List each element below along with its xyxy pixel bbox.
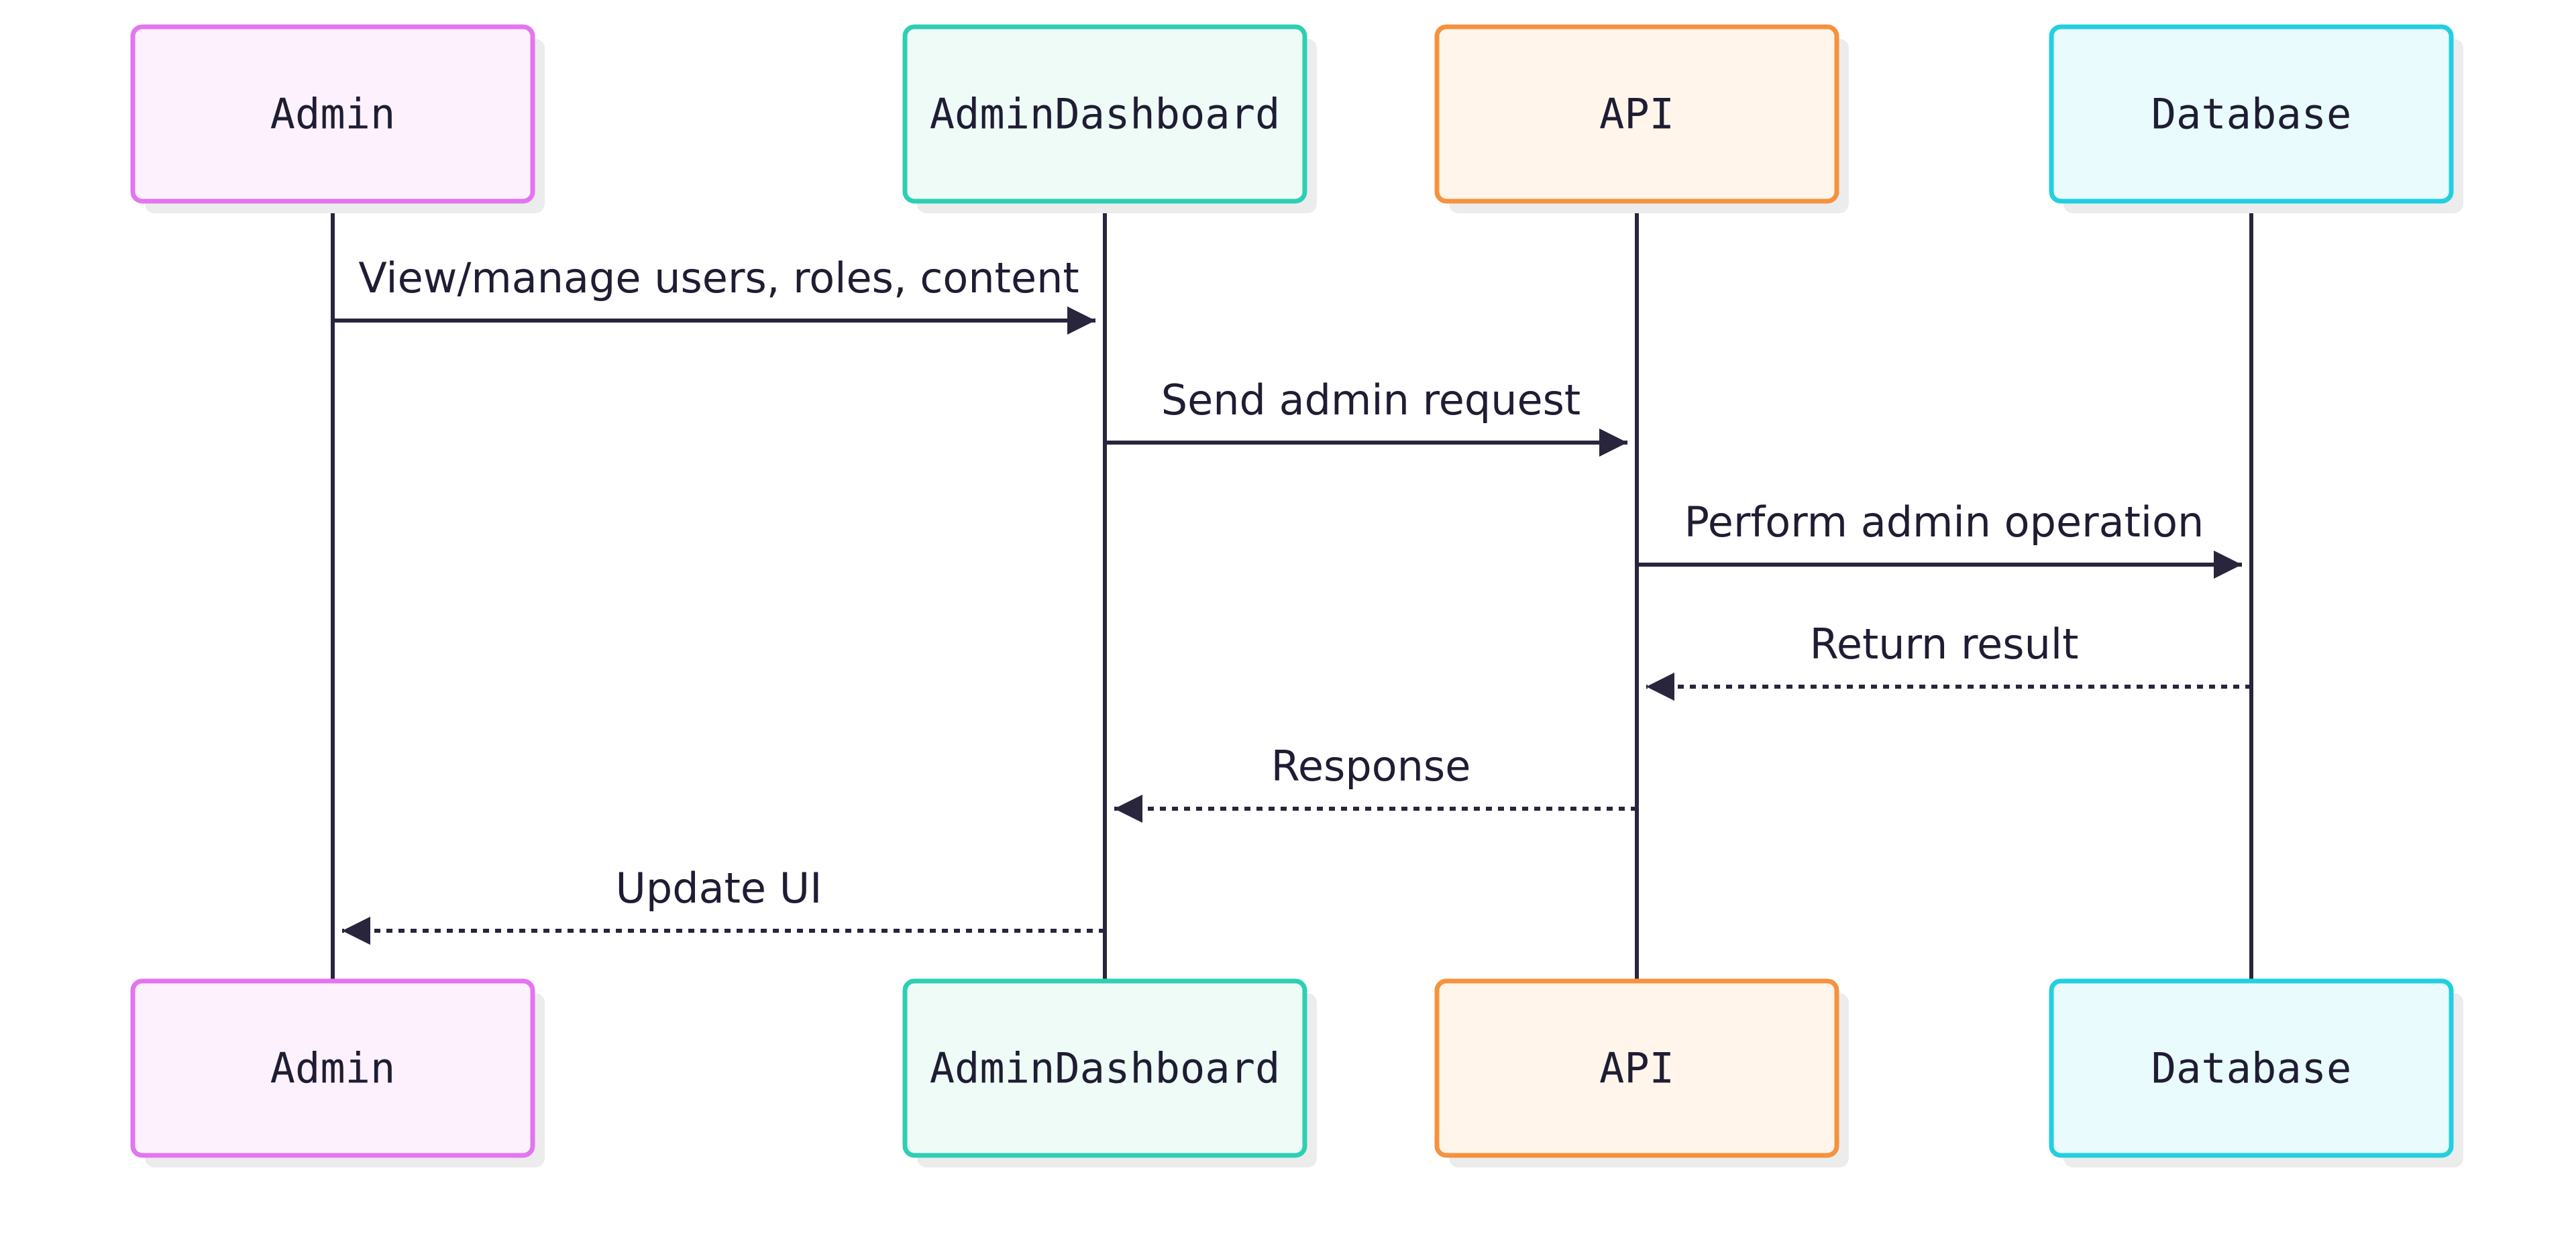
message-label: Response <box>1271 742 1471 791</box>
actor-label: Admin <box>270 1044 396 1093</box>
actor-box <box>1434 24 1839 204</box>
actor-dashboard-bottom: AdminDashboard <box>902 978 1317 1167</box>
message-6: Update UI <box>342 864 1105 945</box>
actor-box <box>1434 978 1839 1158</box>
actor-label: API <box>1599 90 1674 139</box>
actor-admin-top: Admin <box>130 24 545 213</box>
actor-box <box>130 978 535 1158</box>
actor-box <box>902 978 1307 1158</box>
message-label: View/manage users, roles, content <box>358 253 1079 302</box>
actor-label: AdminDashboard <box>930 1044 1281 1093</box>
message-4: Return result <box>1646 620 2251 701</box>
actor-box <box>2049 24 2454 204</box>
actors-layer: AdminAdminAdminDashboardAdminDashboardAP… <box>130 24 2463 1167</box>
message-label: Perform admin operation <box>1684 498 2204 547</box>
actor-label: AdminDashboard <box>930 90 1281 139</box>
actor-database-bottom: Database <box>2049 978 2463 1167</box>
actor-api-bottom: API <box>1434 978 1849 1167</box>
message-label: Return result <box>1810 620 2079 669</box>
actor-admin-bottom: Admin <box>130 978 545 1167</box>
message-3: Perform admin operation <box>1637 498 2242 579</box>
lifelines-layer <box>331 201 2253 981</box>
message-label: Update UI <box>616 864 822 913</box>
actor-database-top: Database <box>2049 24 2463 213</box>
actor-api-top: API <box>1434 24 1849 213</box>
actor-dashboard-top: AdminDashboard <box>902 24 1317 213</box>
actor-box <box>2049 978 2454 1158</box>
message-label: Send admin request <box>1161 376 1581 424</box>
actor-box <box>902 24 1307 204</box>
actor-label: Admin <box>270 90 396 139</box>
actor-label: Database <box>2151 90 2352 139</box>
message-1: View/manage users, roles, content <box>333 253 1095 335</box>
actor-label: API <box>1599 1044 1674 1093</box>
message-5: Response <box>1114 742 1637 823</box>
actor-label: Database <box>2151 1044 2352 1093</box>
actor-box <box>130 24 535 204</box>
message-2: Send admin request <box>1105 376 1627 457</box>
